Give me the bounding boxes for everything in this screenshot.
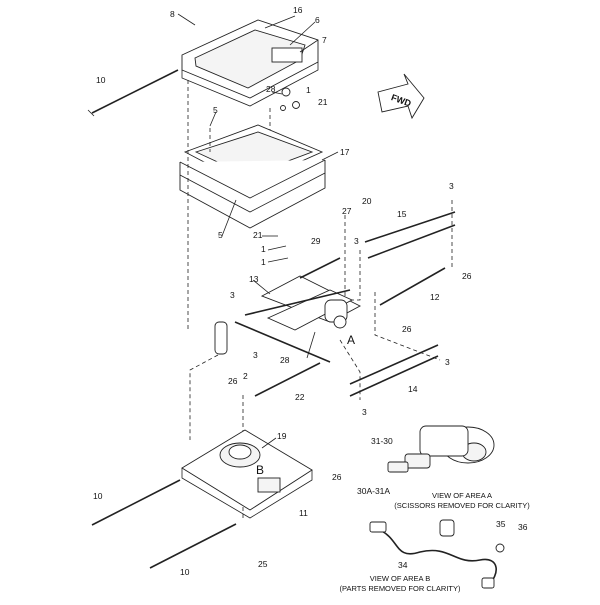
callout-10-mid: 10 xyxy=(93,491,103,501)
callout-2: 2 xyxy=(243,371,248,381)
callout-1-top: 1 xyxy=(306,85,311,95)
leader-lines xyxy=(177,13,339,449)
rods-right xyxy=(254,211,456,397)
callout-5-top: 5 xyxy=(213,105,218,115)
callout-29: 29 xyxy=(311,236,321,246)
callout-3-lower-right: 3 xyxy=(445,357,450,367)
caption-b-line2: (PARTS REMOVED FOR CLARITY) xyxy=(340,584,461,593)
caption-area-a: VIEW OF AREA A (SCISSORS REMOVED FOR CLA… xyxy=(394,491,530,510)
callout-area-b: B xyxy=(256,463,264,477)
callout-21-top: 21 xyxy=(318,97,328,107)
callout-35: 35 xyxy=(496,519,506,529)
callout-13: 13 xyxy=(249,274,259,284)
callout-14: 14 xyxy=(408,384,418,394)
callout-19: 19 xyxy=(277,431,287,441)
callout-26-base: 26 xyxy=(332,472,342,482)
callout-30a-31a: 30A-31A xyxy=(357,486,390,496)
callout-3-right-top: 3 xyxy=(449,181,454,191)
callout-20: 20 xyxy=(362,196,372,206)
callout-16: 16 xyxy=(293,5,303,15)
callout-11: 11 xyxy=(299,508,308,518)
callout-3-bottom: 3 xyxy=(362,407,367,417)
detail-a-motor xyxy=(387,425,495,473)
callout-1-mid-a: 1 xyxy=(261,244,266,254)
detail-b-harness xyxy=(369,519,505,589)
callout-10-top: 10 xyxy=(96,75,106,85)
callout-27: 27 xyxy=(342,206,352,216)
callout-1-mid-b: 1 xyxy=(261,257,266,267)
callout-8: 8 xyxy=(170,9,175,19)
callout-17: 17 xyxy=(340,147,350,157)
callout-12: 12 xyxy=(430,292,440,302)
caption-a-line2: (SCISSORS REMOVED FOR CLARITY) xyxy=(394,501,530,510)
callout-36: 36 xyxy=(518,522,528,532)
callout-5-bottom: 5 xyxy=(218,230,223,240)
caption-area-b: VIEW OF AREA B (PARTS REMOVED FOR CLARIT… xyxy=(340,574,461,593)
caption-a-line1: VIEW OF AREA A xyxy=(432,491,492,500)
callout-3-lower-left: 3 xyxy=(253,350,258,360)
callout-28-mid: 28 xyxy=(280,355,290,365)
callout-7: 7 xyxy=(322,35,327,45)
callout-28-top: 28 xyxy=(266,84,276,94)
seat-top-plate xyxy=(181,19,319,111)
callout-34: 34 xyxy=(398,560,408,570)
callout-3-left: 3 xyxy=(230,290,235,300)
callout-26-mid: 26 xyxy=(402,324,412,334)
callout-31-30: 31-30 xyxy=(371,436,393,446)
base-plate xyxy=(181,429,313,519)
fwd-arrow: FWD xyxy=(377,73,425,120)
scissor-mechanism xyxy=(214,257,361,363)
callout-labels: 8 16 6 7 10 28 1 21 5 17 5 21 1 1 29 20 … xyxy=(93,5,528,577)
callout-6: 6 xyxy=(315,15,320,25)
callout-25: 25 xyxy=(258,559,268,569)
callout-15: 15 xyxy=(397,209,407,219)
cushion-frame xyxy=(179,124,326,229)
callout-10-bottom: 10 xyxy=(180,567,190,577)
callout-22: 22 xyxy=(295,392,305,402)
callout-26-right: 26 xyxy=(462,271,472,281)
rod-10-bottom xyxy=(91,479,237,569)
callout-area-a: A xyxy=(347,333,355,347)
callout-21-mid: 21 xyxy=(253,230,263,240)
callout-26-left: 26 xyxy=(228,376,238,386)
rod-10-top xyxy=(87,69,179,117)
callout-3-mid: 3 xyxy=(354,236,359,246)
caption-b-line1: VIEW OF AREA B xyxy=(370,574,430,583)
